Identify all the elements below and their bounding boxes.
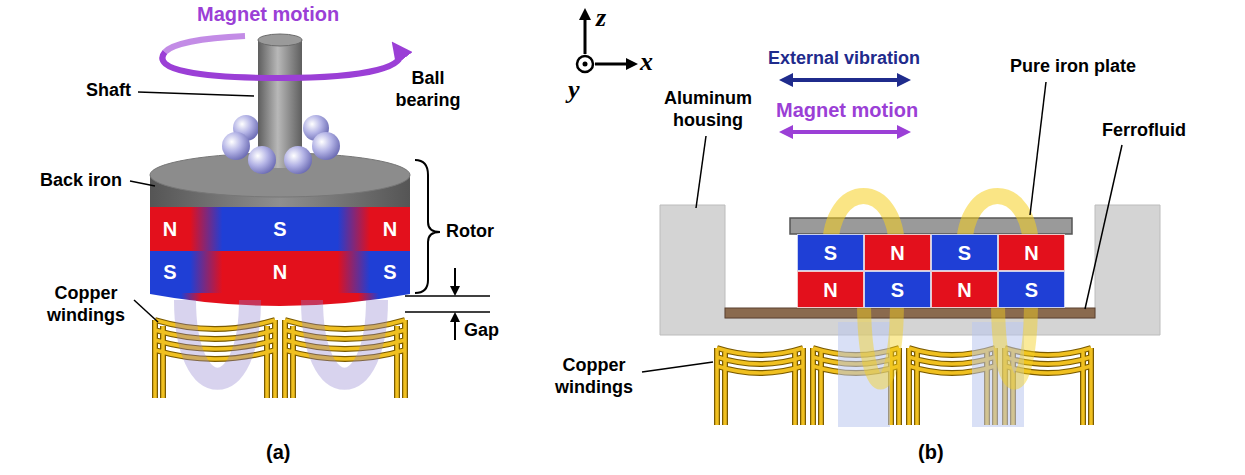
pole-letter: N: [383, 219, 397, 239]
pole-letter: S: [891, 280, 904, 300]
label-text: x: [640, 47, 653, 76]
vibration-arrow: [786, 78, 904, 82]
vibration-label: External vibration: [768, 48, 920, 70]
rotor-bracket: [415, 160, 440, 293]
copper-coil: [717, 348, 803, 425]
leader-line: [642, 362, 713, 372]
motion-label: Magnet motion: [197, 2, 339, 26]
ferrofluid: [725, 308, 1095, 318]
leader-line: [696, 136, 706, 208]
pole-letter: S: [824, 243, 837, 263]
axis-y-dot: [583, 62, 588, 67]
label-text: Ferrofluid: [1102, 120, 1186, 140]
part-label: Pure iron plate: [1010, 56, 1136, 78]
leader-line: [134, 300, 158, 322]
magnet-segment: S: [190, 207, 370, 251]
part-label: Ferrofluid: [1102, 120, 1186, 142]
leader-line: [130, 181, 155, 186]
flux-loop: [312, 300, 377, 379]
pole-letter: N: [163, 219, 177, 239]
label-text: (b): [918, 441, 944, 463]
flux-loop: [998, 300, 1031, 383]
axis-y-symbol: [577, 56, 593, 72]
magnet-segment: N: [150, 207, 190, 251]
gap-arrow: [454, 317, 456, 340]
ball-bearing: [248, 146, 276, 174]
leader-line: [138, 92, 254, 96]
label-text: Pure iron plate: [1010, 56, 1136, 76]
magnet-segment: N: [931, 271, 998, 308]
part-label: Ball bearing: [388, 68, 468, 111]
part-label: Shaft: [86, 80, 131, 102]
pole-letter: S: [383, 262, 396, 282]
magnet-segment: S: [370, 251, 410, 293]
ball-bearing: [222, 132, 250, 160]
pole-letter: N: [957, 280, 971, 300]
gap-line: [405, 311, 490, 313]
axis-x: [595, 63, 632, 66]
part-label: Copper windings: [548, 355, 640, 398]
magnet-segment: S: [998, 271, 1065, 308]
flux-loop: [864, 300, 897, 383]
pole-letter: S: [163, 262, 176, 282]
magnet-segment: N: [190, 251, 370, 293]
pole-letter: N: [1024, 243, 1038, 263]
gap-line: [405, 295, 490, 297]
pole-letter: N: [273, 262, 287, 282]
motion-arrow: [786, 130, 904, 134]
pole-letter: S: [1025, 280, 1038, 300]
aluminum-housing: [660, 205, 1160, 335]
label-text: Ball bearing: [395, 68, 460, 110]
label-text: Magnet motion: [197, 3, 339, 25]
magnet-segment: S: [864, 271, 931, 308]
panel-label: (a): [266, 440, 290, 464]
gap-arrow: [454, 268, 456, 291]
part-label: Copper windings: [40, 283, 132, 326]
leader-line: [1085, 145, 1122, 309]
label-text: y: [568, 75, 580, 104]
magnet-segment: N: [797, 271, 864, 308]
axis-label: x: [640, 46, 653, 77]
label-text: Aluminum housing: [664, 88, 752, 130]
label-text: Rotor: [446, 221, 494, 241]
shaft-top: [258, 34, 302, 46]
magnet-segment: S: [797, 234, 864, 271]
magnet-segment: S: [150, 251, 190, 293]
label-text: Gap: [464, 320, 499, 340]
panel-label: (b): [918, 440, 944, 464]
label-text: z: [596, 3, 606, 32]
magnet-segment: N: [370, 207, 410, 251]
motion-arrow-back: [165, 36, 245, 52]
pole-letter: N: [890, 243, 904, 263]
pole-letter: S: [273, 219, 286, 239]
label-text: External vibration: [768, 48, 920, 68]
part-label: Aluminum housing: [656, 88, 760, 131]
axis-label: y: [568, 74, 580, 105]
axis-label: z: [596, 2, 606, 33]
ball-bearing: [284, 146, 312, 174]
label-text: Shaft: [86, 80, 131, 100]
leader-line: [1030, 82, 1046, 215]
part-label: Gap: [464, 320, 499, 342]
flux-loop: [185, 300, 250, 379]
coil-outline: [717, 348, 803, 425]
part-label: Back iron: [40, 170, 122, 192]
magnet-segment: N: [864, 234, 931, 271]
label-text: Magnet motion: [776, 99, 918, 121]
axis-z: [584, 14, 587, 54]
label-text: (a): [266, 441, 290, 463]
label-text: Back iron: [40, 170, 122, 190]
ball-bearing: [312, 132, 340, 160]
pole-letter: S: [958, 243, 971, 263]
magnet-segment: N: [998, 234, 1065, 271]
part-label: Rotor: [446, 221, 494, 243]
label-text: Copper windings: [47, 283, 125, 325]
label-text: Copper windings: [555, 355, 633, 397]
magnet-segment: S: [931, 234, 998, 271]
motion-label: Magnet motion: [776, 98, 918, 122]
motion-arrow: [162, 50, 400, 78]
pole-letter: N: [823, 280, 837, 300]
